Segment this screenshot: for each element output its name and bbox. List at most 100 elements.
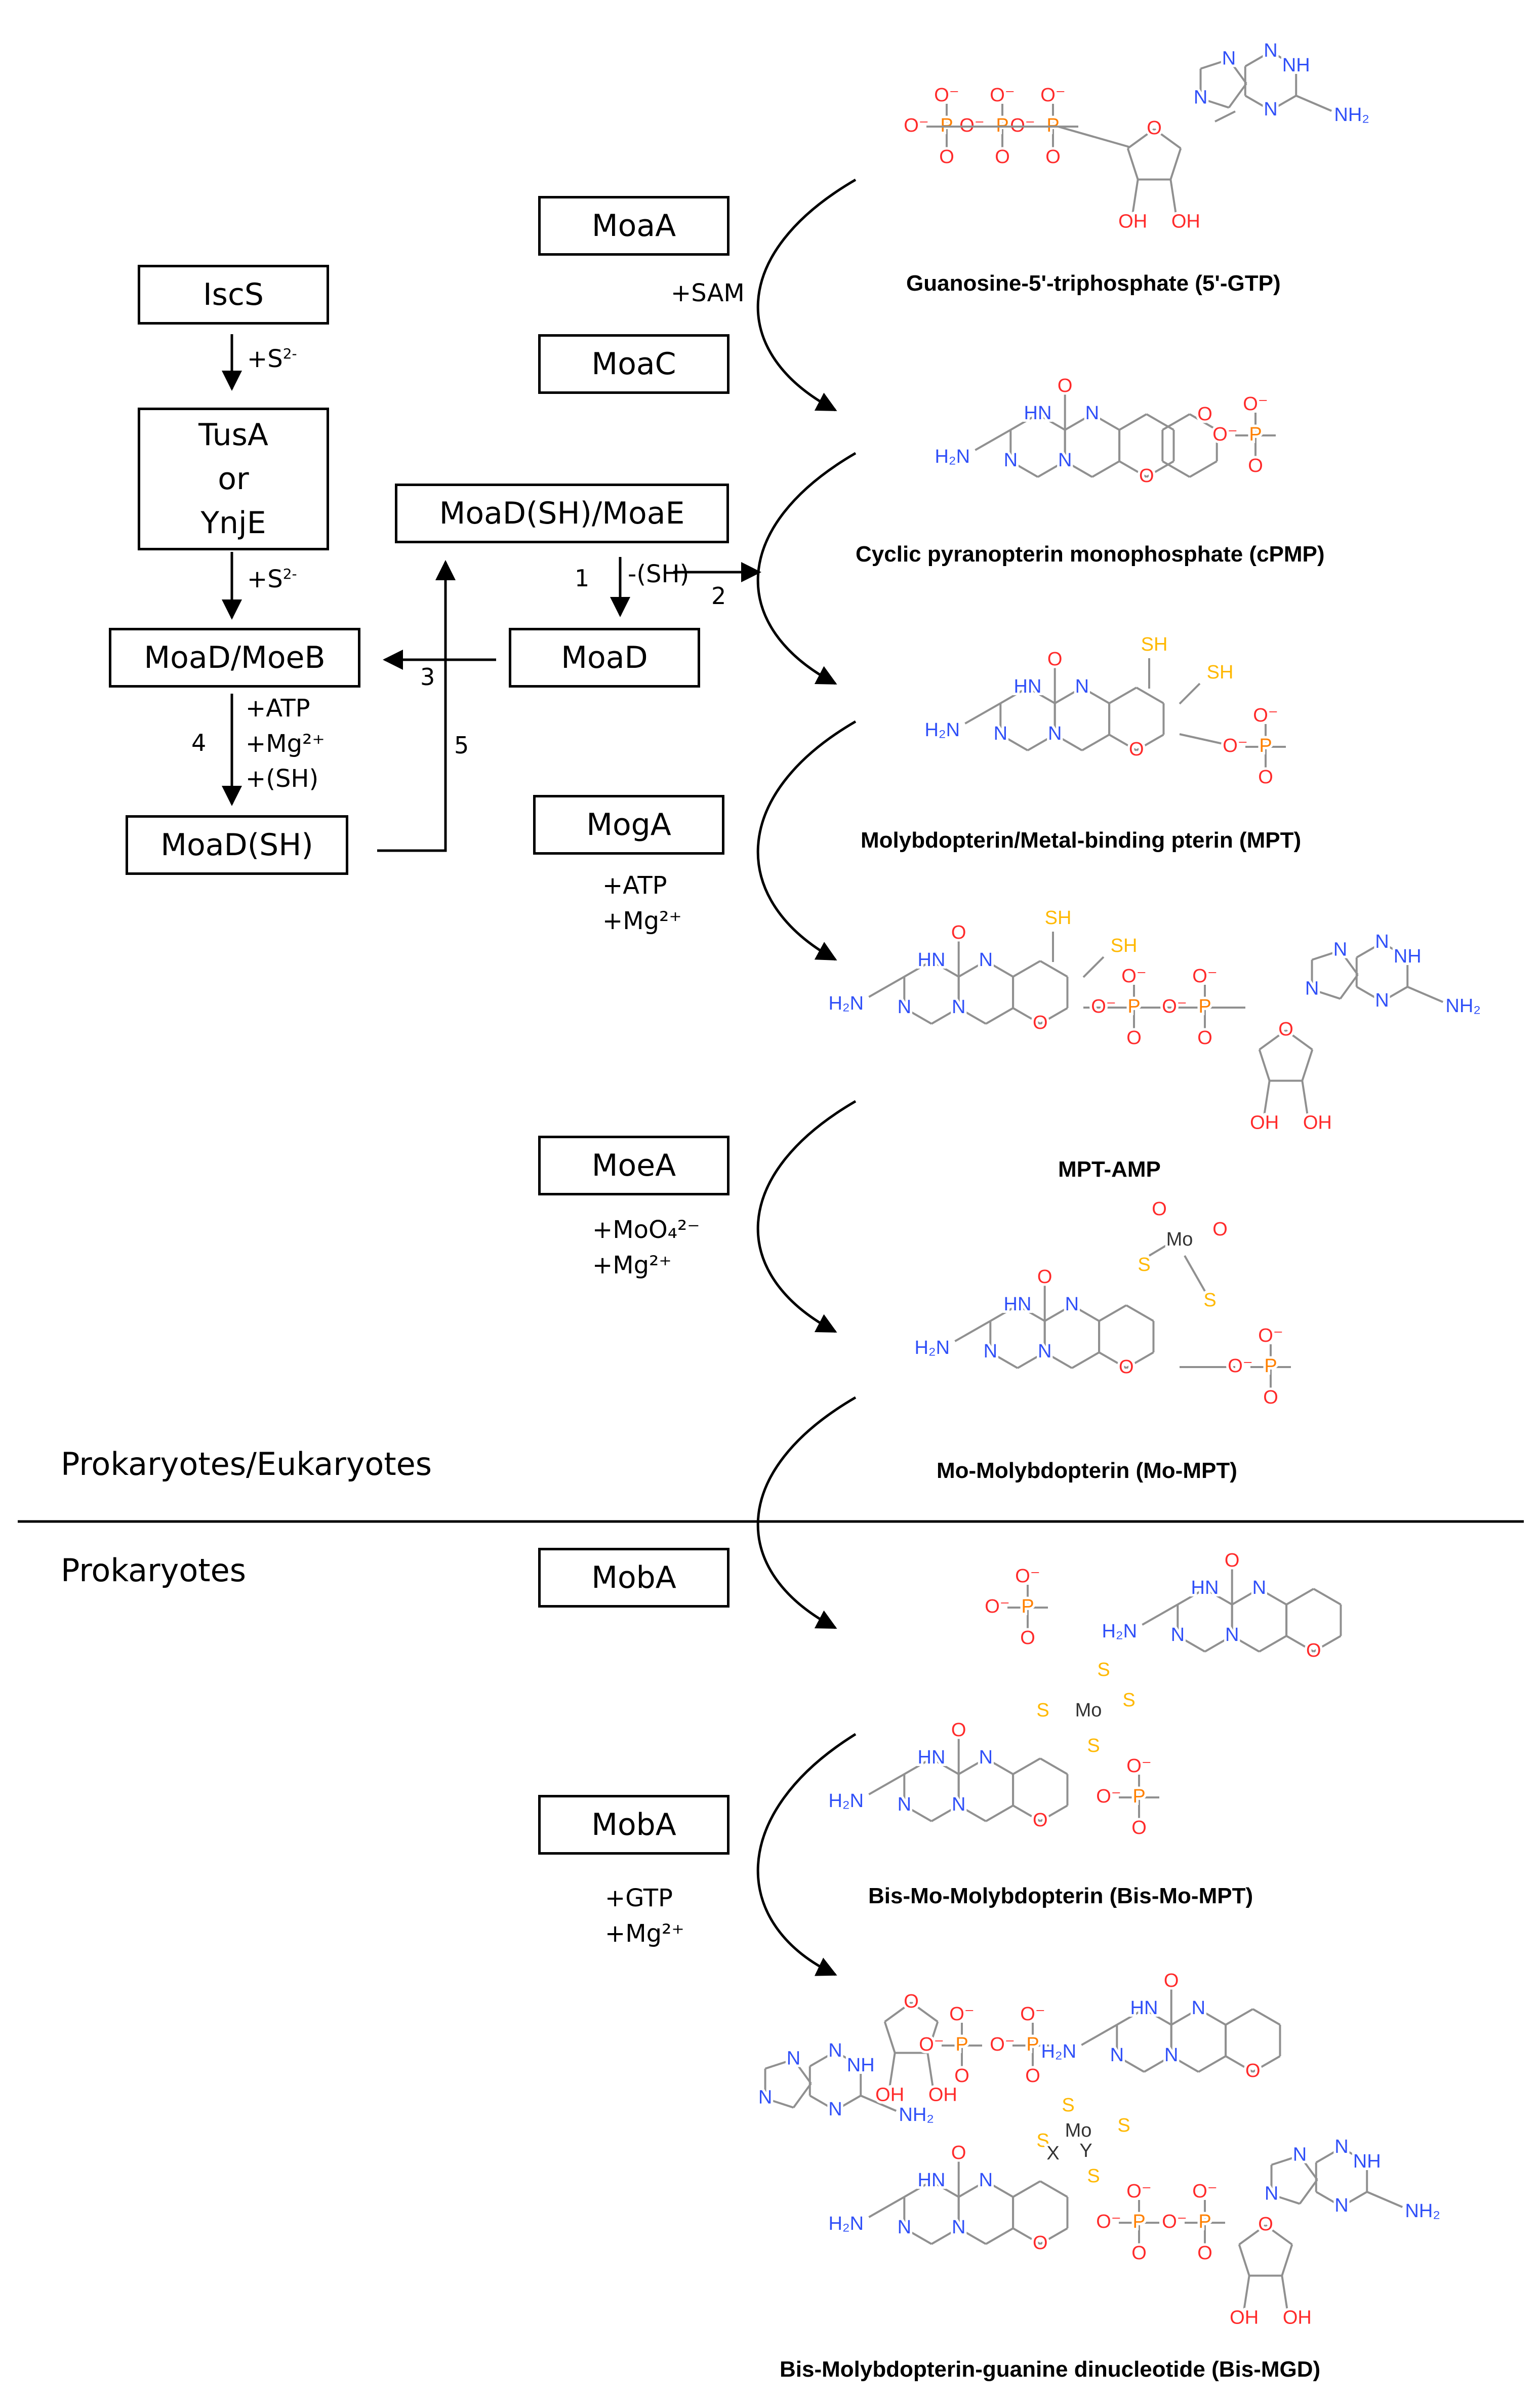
atom-p: P	[1132, 2211, 1145, 2232]
ring-bond	[1315, 2191, 1342, 2208]
atom-h2n: H₂N	[1041, 2041, 1076, 2062]
atom-o: O	[1258, 767, 1273, 788]
atom-hn: HN	[918, 949, 946, 971]
ring-bond	[1081, 687, 1110, 704]
atom-ominus: O⁻	[1096, 1786, 1121, 1807]
atom-n: N	[1075, 676, 1089, 697]
ring-bond	[1189, 413, 1218, 431]
atom-p: P	[1198, 996, 1211, 1017]
atom-hn: HN	[1191, 1577, 1219, 1598]
ring-bond	[1039, 960, 1068, 978]
atom-n: N	[1171, 1624, 1185, 1646]
atom-n: N	[979, 2170, 993, 2191]
ring-bond	[1017, 1351, 1045, 1369]
atom-n: N	[1375, 931, 1389, 952]
box-moad-moeb-label: MoaD/MoeB	[144, 639, 326, 675]
ring-bond	[1119, 460, 1147, 478]
atom-oh: OH	[1118, 211, 1147, 232]
box-moba-2: MobA	[538, 1795, 730, 1855]
atom-s: S	[1087, 1735, 1100, 1756]
atom-sh: SH	[1045, 907, 1072, 929]
ring-bond	[835, 2051, 862, 2067]
atom-s: S	[1062, 2095, 1074, 2116]
atom-oh: OH	[1230, 2307, 1259, 2329]
bond	[1148, 1239, 1176, 1257]
atom-o: O	[1258, 2214, 1273, 2235]
atom-n: N	[1194, 87, 1207, 108]
ring-bond	[1382, 942, 1408, 958]
ring-bond	[904, 960, 932, 978]
cofactor-s2-b-text: +S	[247, 565, 283, 593]
atom-ominus: O⁻	[1192, 966, 1218, 987]
ring-bond	[1339, 974, 1359, 999]
ring-bond	[1259, 1635, 1287, 1653]
ring-bond	[1081, 734, 1110, 751]
atom-h2n: H₂N	[828, 993, 864, 1014]
ring-bond	[1017, 1304, 1045, 1322]
atom-oh: OH	[1171, 211, 1200, 232]
atom-ominus: O⁻	[1020, 2004, 1045, 2025]
ring-bond	[1091, 460, 1120, 478]
atom-sh: SH	[1111, 935, 1138, 956]
atom-o: O	[951, 1719, 966, 1741]
box-moga: MogA	[533, 795, 724, 855]
atom-nh2: NH₂	[1405, 2200, 1440, 2222]
atom-o: O	[1129, 739, 1144, 760]
ring-bond	[1116, 2008, 1145, 2026]
ring-bond	[1037, 460, 1066, 478]
ring-bond	[1012, 2180, 1041, 2198]
atom-o: O	[904, 1991, 919, 2012]
ring-bond	[1071, 1351, 1100, 1369]
ring-bond	[931, 2227, 959, 2245]
atom-h2n: H₂N	[828, 1790, 864, 1812]
ring-bond	[1200, 97, 1230, 109]
ring-bond	[1039, 1007, 1068, 1025]
atom-p: P	[955, 2034, 968, 2055]
atom-n: N	[1375, 990, 1389, 1011]
cofactor-s2-b: +S2-	[247, 562, 297, 597]
ring-bond	[1012, 1757, 1041, 1775]
ring-bond	[904, 1007, 932, 1025]
curve-6	[756, 1733, 857, 1976]
atom-ominus: O⁻	[934, 85, 959, 106]
bond	[1214, 110, 1236, 123]
cofactor-atp-mg-sh: +ATP +Mg²⁺ +(SH)	[246, 694, 325, 793]
box-moaa: MoaA	[538, 196, 730, 256]
cofactor-moo4-mg: +MoO₄²⁻ +Mg²⁺	[592, 1216, 700, 1279]
ring-bond	[1252, 2008, 1281, 2026]
ring-bond	[910, 2001, 939, 2023]
atom-p: P	[1198, 2211, 1211, 2232]
atom-ominus: O⁻	[904, 115, 929, 136]
ring-bond	[1244, 51, 1271, 67]
ring-bond	[958, 1007, 987, 1025]
atom-n: N	[1334, 2136, 1348, 2157]
ring-bond	[1285, 1029, 1313, 1051]
ring-bond	[904, 1805, 932, 1822]
curve-3	[756, 720, 857, 961]
atom-s: S	[1087, 2166, 1100, 2187]
ring-bond	[985, 960, 1014, 978]
box-moac-label: MoaC	[591, 346, 676, 382]
atom-n: N	[1192, 1997, 1205, 2019]
ring-bond	[958, 2227, 987, 2245]
atom-s: S	[1122, 1690, 1135, 1711]
atom-hn: HN	[918, 1747, 946, 1768]
ring-bond	[1356, 942, 1383, 958]
atom-n: N	[1048, 723, 1062, 744]
ring-bond	[1000, 687, 1028, 704]
atom-nh2: NH₂	[1445, 995, 1481, 1017]
atom-p: P	[1127, 996, 1140, 1017]
atom-o: O	[1225, 1550, 1240, 1571]
ring-bond	[904, 2227, 932, 2245]
ring-bond	[1054, 687, 1083, 704]
ring-bond	[1225, 2055, 1253, 2073]
atom-nh: NH	[1394, 946, 1422, 967]
atom-n: N	[1333, 939, 1347, 960]
atom-o: O	[1020, 1627, 1035, 1649]
ring-bond	[1027, 734, 1056, 751]
atom-ominus: O⁻	[1091, 996, 1116, 1017]
atom-s: S	[1117, 2115, 1130, 2136]
ring-bond	[985, 1007, 1014, 1025]
